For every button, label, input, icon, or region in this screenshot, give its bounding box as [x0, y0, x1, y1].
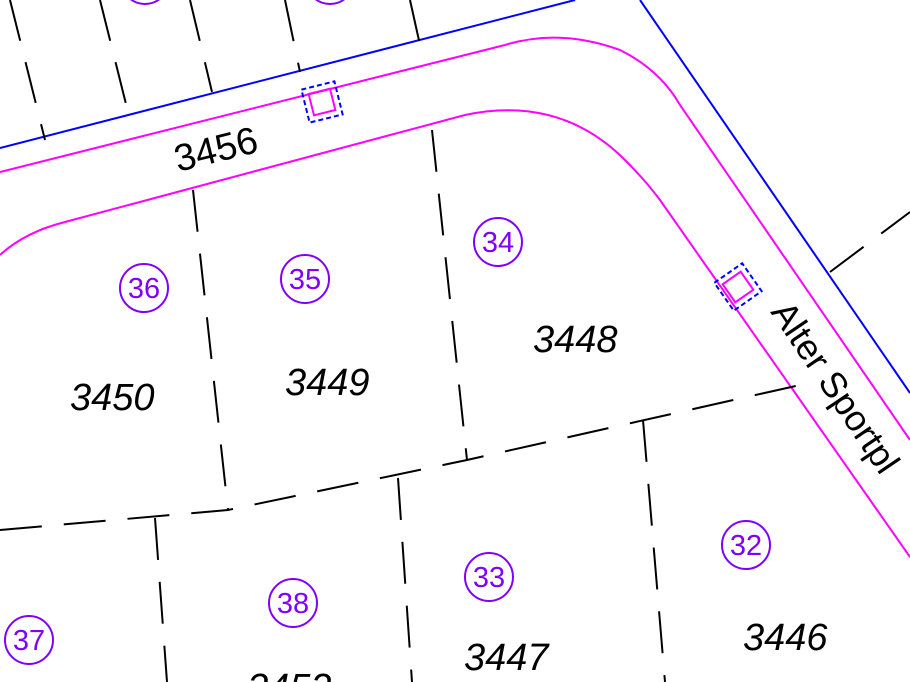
parcel-label: 3446 — [743, 617, 828, 659]
svg-text:32: 32 — [730, 530, 762, 562]
svg-text:34: 34 — [482, 227, 514, 259]
house-number-38: 38 — [268, 578, 318, 628]
parcel-label: 3449 — [285, 362, 370, 404]
svg-text:36: 36 — [128, 273, 160, 305]
road-edge-outer — [0, 36, 910, 441]
parcel-label: 3448 — [533, 319, 618, 361]
house-number-36: 36 — [119, 263, 169, 313]
parcel-label: 3447 — [464, 637, 550, 679]
house-number-35: 35 — [280, 254, 330, 304]
boundary-marker[interactable] — [300, 80, 344, 124]
road-parcel-label: 3456 — [170, 120, 262, 181]
boundary-line-right — [639, 0, 910, 394]
boundary-line-top — [0, 0, 576, 149]
parcel-label: 3452 — [247, 667, 332, 682]
parcel-label: 3450 — [70, 377, 155, 419]
house-number-circle-partial — [130, 0, 160, 5]
house-number-37: 37 — [4, 615, 54, 665]
svg-text:33: 33 — [473, 562, 505, 594]
road-edge-inner — [0, 109, 910, 558]
house-number-circle-partial — [315, 0, 345, 5]
svg-text:38: 38 — [277, 588, 309, 620]
svg-text:37: 37 — [13, 625, 45, 657]
svg-text:35: 35 — [289, 264, 321, 296]
house-number-34: 34 — [473, 217, 523, 267]
house-number-32: 32 — [721, 520, 771, 570]
house-number-33: 33 — [464, 552, 514, 602]
